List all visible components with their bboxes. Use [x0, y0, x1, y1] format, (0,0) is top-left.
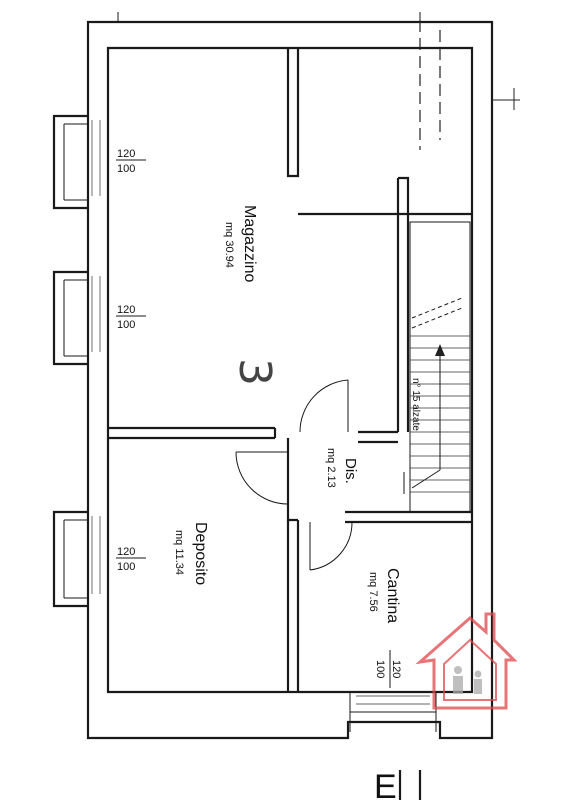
window-1: 120 100	[52, 114, 146, 210]
staircase: n° 15 alzate	[403, 221, 471, 513]
room-deposito-area: mq 11.34	[173, 530, 185, 575]
room-cantina-name: Cantina	[384, 568, 401, 623]
stairs-label: n° 15 alzate	[410, 378, 421, 431]
window-3: 120 100	[52, 510, 146, 608]
window-3-width: 120	[117, 546, 135, 558]
room-dis-area: mq 2.13	[325, 448, 337, 488]
room-dis-name: Dis.	[342, 458, 359, 484]
room-cantina-area: mq 7.56	[367, 572, 379, 612]
window-2-width: 120	[117, 304, 135, 316]
window-4-width: 120	[390, 660, 402, 678]
exterior-walls	[86, 12, 494, 740]
house-logo-icon	[415, 612, 518, 710]
reference-lines	[419, 20, 520, 150]
window-1-width: 120	[117, 148, 135, 160]
window-2-height: 100	[117, 319, 135, 331]
doors	[235, 379, 353, 571]
room-deposito-name: Deposito	[192, 522, 209, 585]
window-2: 120 100	[52, 270, 146, 366]
window-1-height: 100	[117, 163, 135, 175]
unit-number: 3	[229, 358, 280, 386]
window-4-height: 100	[374, 660, 386, 678]
room-magazzino-name: Magazzino	[241, 205, 258, 282]
room-magazzino-area: mq 30.94	[223, 222, 235, 268]
edge-letter: E	[374, 768, 397, 800]
interior-walls	[108, 48, 472, 692]
window-4: 120 100	[349, 650, 437, 732]
window-3-height: 100	[117, 561, 135, 573]
